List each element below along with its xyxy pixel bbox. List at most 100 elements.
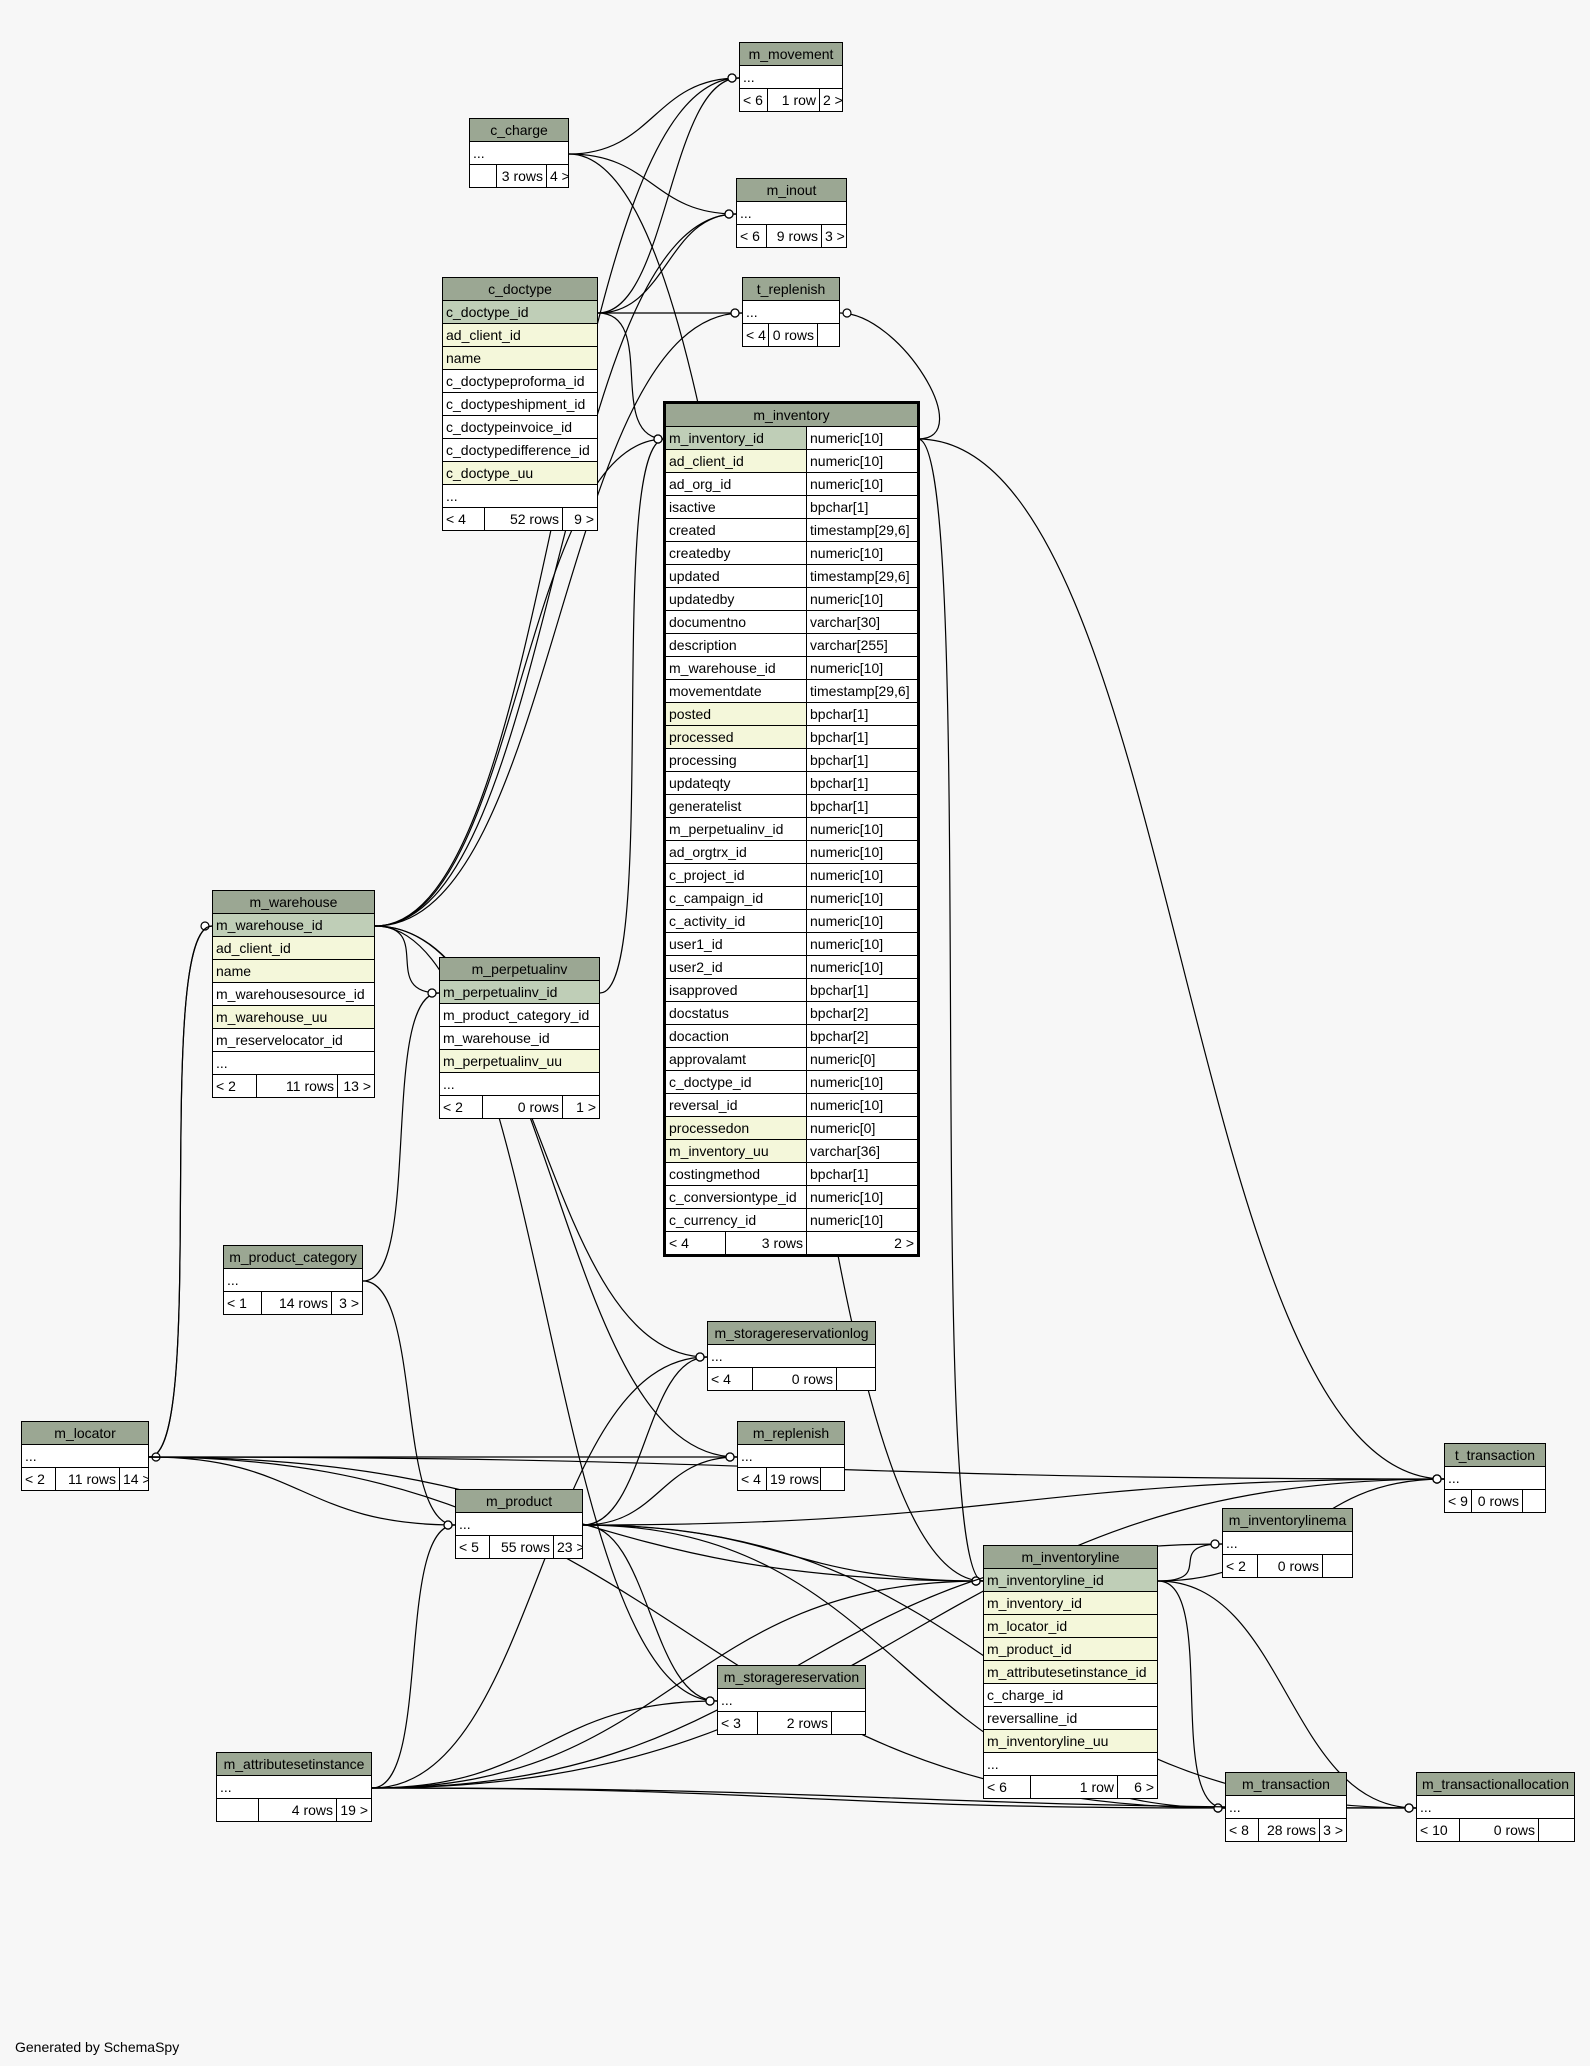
more-columns[interactable]: ... [741,300,841,324]
parents-link[interactable]: < 2 [21,1467,56,1491]
more-columns[interactable]: ... [706,1344,877,1368]
children-link[interactable] [1322,1554,1353,1578]
children-link[interactable]: 4 > [546,164,569,188]
table-title[interactable]: m_transaction [1224,1772,1348,1796]
parents-link[interactable]: < 4 [707,1367,753,1391]
table-title[interactable]: m_attributesetinstance [215,1752,373,1776]
more-columns[interactable]: ... [454,1512,584,1536]
children-link[interactable]: 23 > [552,1535,584,1559]
more-columns[interactable]: ... [469,141,569,165]
children-link[interactable]: 19 > [335,1798,373,1822]
children-link[interactable]: 3 > [330,1291,364,1315]
table-title[interactable]: c_doctype [442,277,598,301]
more-columns[interactable]: ... [982,1752,1159,1776]
children-link[interactable] [1537,1818,1576,1842]
parents-link[interactable]: < 4 [742,323,769,347]
table-title[interactable]: m_storagereservationlog [706,1321,877,1345]
children-link[interactable]: 2 > [818,88,844,112]
children-link[interactable]: 3 > [821,224,847,248]
children-link[interactable]: 9 > [562,507,598,531]
more-columns[interactable]: ... [738,65,844,89]
children-link[interactable] [819,1467,846,1491]
more-columns[interactable]: ... [1415,1795,1576,1819]
table-title[interactable]: t_replenish [741,277,841,301]
children-link[interactable]: 6 > [1116,1775,1159,1799]
table-title[interactable]: m_locator [20,1421,150,1445]
parents-link[interactable]: < 9 [1444,1489,1472,1513]
more-columns[interactable]: ... [1222,1531,1353,1555]
more-columns[interactable]: ... [215,1775,373,1799]
more-columns[interactable]: ... [20,1444,150,1468]
table-title[interactable]: m_inout [736,178,847,202]
parents-link[interactable]: < 8 [1225,1818,1259,1842]
parents-link[interactable]: < 4 [737,1467,767,1491]
parents-link[interactable]: < 5 [455,1535,490,1559]
parents-link[interactable]: < 10 [1416,1818,1460,1842]
table-title[interactable]: m_transactionallocation [1415,1772,1576,1796]
parents-link[interactable] [469,164,497,188]
children-link[interactable]: 14 > [118,1467,150,1491]
children-link[interactable] [831,1711,866,1735]
parents-link[interactable]: < 6 [739,88,768,112]
children-link[interactable]: 1 > [561,1095,601,1119]
more-columns[interactable]: ... [442,484,598,508]
children-link[interactable]: 13 > [336,1074,376,1098]
table-title[interactable]: m_product [454,1489,584,1513]
parents-link[interactable]: < 2 [439,1095,483,1119]
more-columns[interactable]: ... [1443,1466,1547,1490]
children-link[interactable] [835,1367,877,1391]
parents-link[interactable]: < 1 [223,1291,262,1315]
table-title[interactable]: m_inventory [664,403,919,427]
table-title[interactable]: m_storagereservation [717,1665,866,1689]
more-columns[interactable]: ... [736,1444,846,1468]
children-link[interactable] [816,323,841,347]
children-link[interactable] [1521,1489,1547,1513]
parents-link[interactable]: < 2 [1222,1554,1258,1578]
parents-link[interactable]: < 4 [665,1231,726,1255]
parents-link[interactable]: < 6 [983,1775,1031,1799]
parents-link[interactable]: < 3 [717,1711,758,1735]
more-columns[interactable]: ... [1224,1795,1348,1819]
parents-link[interactable]: < 6 [736,224,767,248]
children-link[interactable]: 2 > [805,1231,919,1255]
table-title[interactable]: m_inventorylinema [1222,1508,1353,1532]
parents-link[interactable]: < 2 [212,1074,257,1098]
table-title[interactable]: m_replenish [736,1421,846,1445]
children-link[interactable]: 3 > [1318,1818,1348,1842]
table-title[interactable]: m_product_category [222,1245,364,1269]
table-title[interactable]: t_transaction [1443,1443,1547,1467]
more-columns[interactable]: ... [438,1072,601,1096]
parents-link[interactable]: < 4 [442,507,485,531]
more-columns[interactable]: ... [736,201,847,225]
more-columns[interactable]: ... [222,1268,364,1292]
table-title[interactable]: m_inventoryline [982,1545,1159,1569]
parents-link[interactable] [216,1798,259,1822]
table-title[interactable]: m_perpetualinv [438,957,601,981]
column-name: c_conversiontype_id [665,1185,807,1209]
more-columns[interactable]: ... [211,1051,376,1075]
table-title[interactable]: m_movement [738,42,844,66]
more-columns[interactable]: ... [717,1688,866,1712]
table-title[interactable]: m_warehouse [211,890,376,914]
table-title[interactable]: c_charge [469,118,569,142]
